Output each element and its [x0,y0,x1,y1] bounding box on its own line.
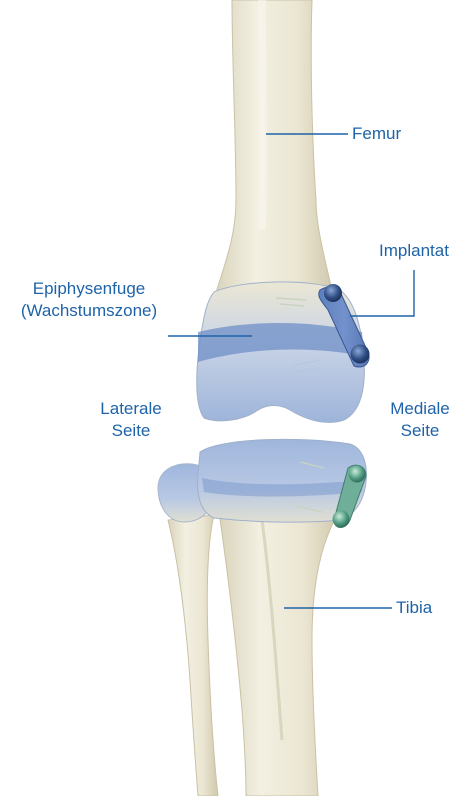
tibia-label: Tibia [396,597,432,619]
epiphysenfuge-label: Epiphysenfuge (Wachstumszone) [0,278,178,322]
mediale-label-line2: Seite [378,420,462,442]
femur-screw-upper [324,284,342,302]
implantat-leader [350,270,414,316]
laterale-seite-label: Laterale Seite [90,398,172,442]
femur-shaft [214,0,334,300]
implantat-label: Implantat [366,240,462,262]
tibia-shaft [218,505,340,796]
femur-shaft-highlight [262,0,263,230]
fibula-shaft [168,515,218,796]
laterale-label-line2: Seite [90,420,172,442]
tibia-screw-upper [349,466,366,483]
laterale-label-line1: Laterale [90,398,172,420]
femur-screw-lower [351,345,370,364]
mediale-label-line1: Mediale [378,398,462,420]
epiphysenfuge-label-line1: Epiphysenfuge [0,278,178,300]
epiphysenfuge-label-line2: (Wachstumszone) [0,300,178,322]
mediale-seite-label: Mediale Seite [378,398,462,442]
femur-label: Femur [352,123,401,145]
tibia-screw-lower [333,511,350,528]
